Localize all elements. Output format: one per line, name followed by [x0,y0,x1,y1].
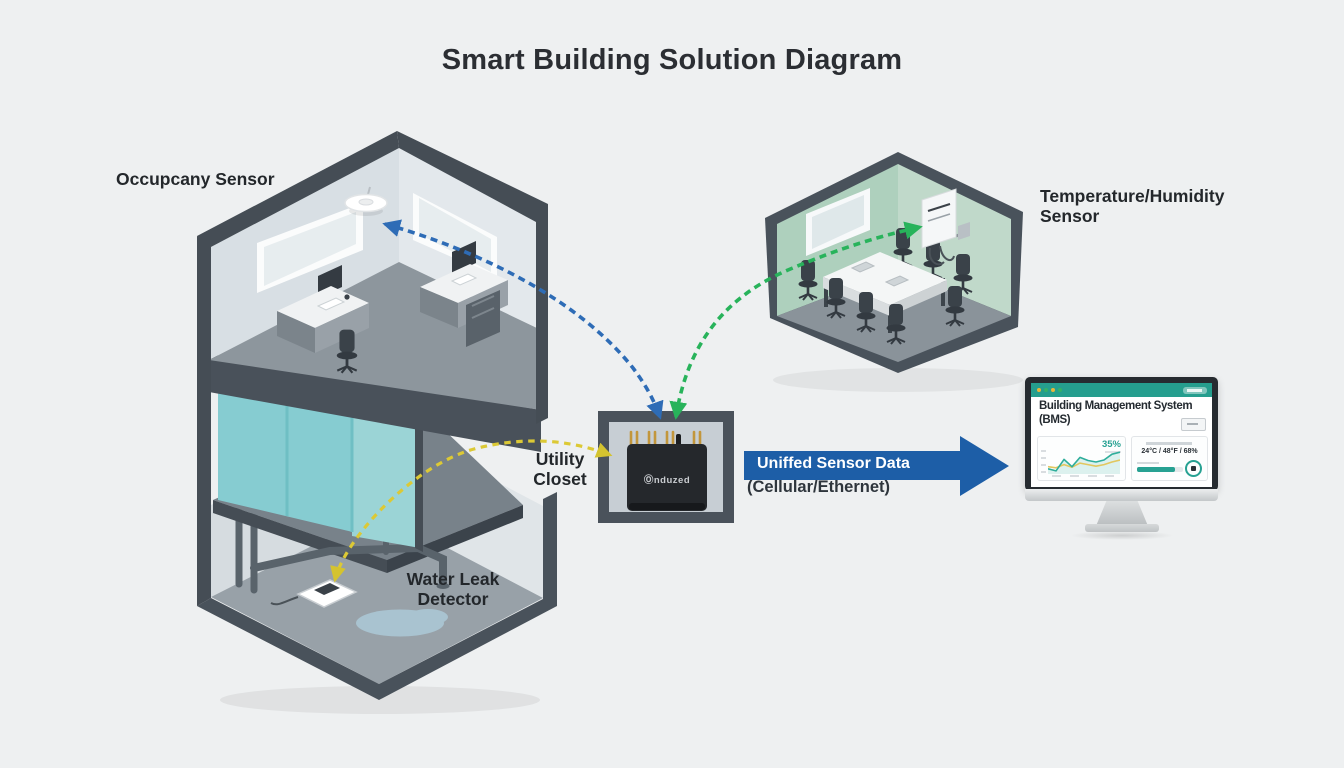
monitor-base [1085,524,1159,532]
bms-small-button[interactable] [1181,418,1206,431]
environment-card-title-bar [1146,442,1192,445]
meeting-room [765,152,1023,392]
y-axis-tick [1041,471,1046,473]
environment-readings: 24°C / 48°F / 68% [1141,448,1198,455]
bms-mini-chart [1048,451,1120,474]
flow-arrow-label: Uniffed Sensor Data [757,455,910,472]
x-axis-tick [1052,475,1061,477]
occupancy-chart-card: 35% [1037,436,1126,481]
building-left-edge [197,236,211,606]
environment-progress-track [1137,467,1183,472]
office-window-left [257,203,363,293]
building-cutaway [197,131,557,714]
bms-title-line2: (BMS) [1039,414,1071,426]
x-axis-tick [1105,475,1114,477]
detector-screen [314,583,340,595]
x-axis-tick [1070,475,1079,477]
stat-sublabel-bar [1105,451,1121,453]
arrow-temp-to-gateway [669,221,923,420]
y-axis-tick [1041,457,1046,459]
page-title: Smart Building Solution Diagram [441,44,903,76]
topbar-menu-pill[interactable] [1183,387,1207,394]
topbar-dot [1037,388,1041,392]
connection-arrows [330,219,923,583]
temp-humidity-sensor-label: Temperature/Humidity Sensor [1040,186,1225,227]
topbar-dot [1051,388,1055,392]
environment-sublabel-bar [1137,462,1159,464]
temp-humidity-sensor-device [921,188,970,266]
arrow-occupancy-to-gateway [382,219,664,420]
office-floor-slab [209,354,541,452]
flow-arrow-sublabel: (Cellular/Ethernet) [747,478,891,496]
office-desk-left [277,265,369,353]
gateway-logo: Ⓞnduzed [644,474,690,486]
dashboard-topbar [1031,383,1212,397]
environment-card: 24°C / 48°F / 68% [1131,436,1208,481]
occupancy-stat: 35% [1101,439,1121,450]
water-leak-detector-label: Water Leak Detector [406,569,500,610]
monitor-chin [1025,489,1218,501]
topbar-dot [1058,388,1062,392]
detector-cable [270,596,299,606]
environment-progress-fill [1137,467,1175,472]
basement-frame [197,492,557,700]
x-axis-tick [1088,475,1097,477]
topbar-dot [1044,388,1048,392]
water-leak-detector-device [270,579,448,637]
gateway-router: Ⓞnduzed [627,444,707,511]
building-ground-shadow [220,686,540,714]
bms-title-line1: Building Management System [1039,400,1193,412]
utility-closet-box: Ⓞnduzed [598,411,734,523]
bms-dashboard-screen: Building Management System (BMS) 35% 24°… [1031,383,1212,487]
y-axis-tick [1041,450,1046,452]
occupancy-sensor-label: Occupcany Sensor [116,169,275,189]
utility-closet-label: Utility Closet [533,449,587,490]
unified-data-flow-arrow [744,436,1009,496]
occupancy-sensor-device [344,186,388,216]
monitor-shadow [1070,531,1174,540]
environment-gauge-icon [1185,460,1202,477]
y-axis-tick [1041,464,1046,466]
gateway-antennas [629,430,702,447]
